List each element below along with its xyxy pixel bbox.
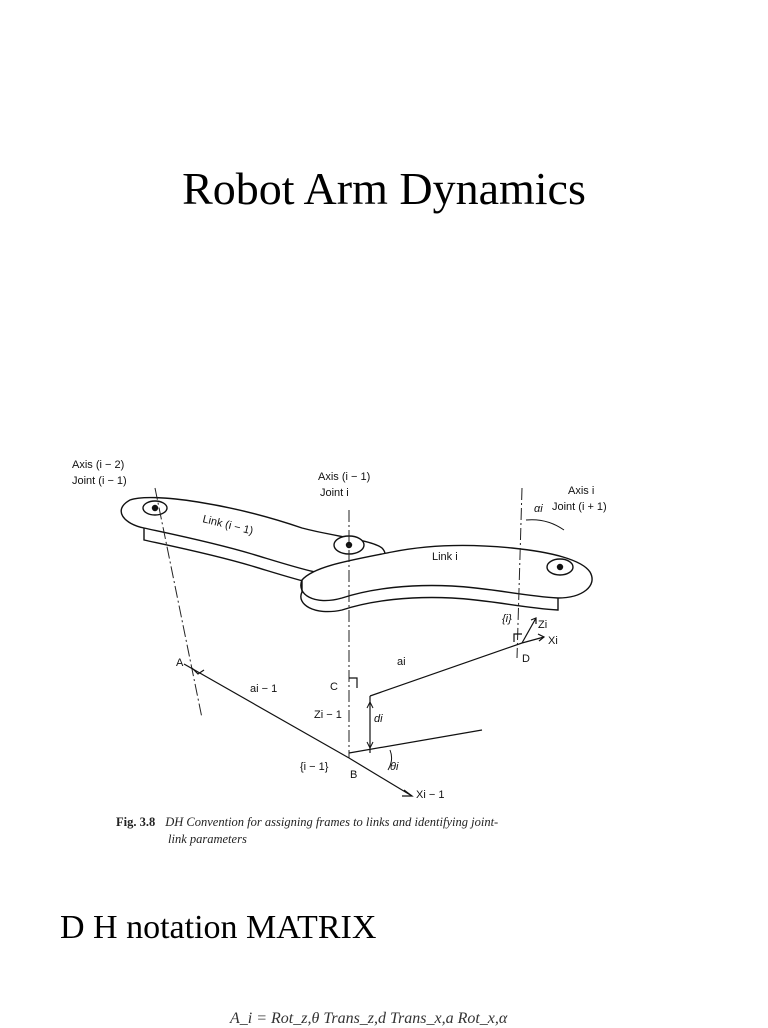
label-a-i: ai (397, 656, 406, 668)
dh-convention-figure: Axis (i − 2) Joint (i − 1) Axis (i − 1) … (52, 448, 632, 813)
label-z-i: Zi (538, 619, 547, 631)
link-i-minus-1-shape (120, 496, 386, 589)
dh-diagram: Axis (i − 2) Joint (i − 1) Axis (i − 1) … (72, 459, 607, 801)
label-joint-i-minus-1-left: Joint (i − 1) (72, 475, 127, 487)
label-point-a: A (176, 657, 184, 669)
label-point-d: D (522, 653, 530, 665)
figure-caption: Fig. 3.8 DH Convention for assigning fram… (116, 814, 616, 848)
caption-line-1: DH Convention for assigning frames to li… (165, 815, 499, 829)
label-x-i-minus-1: Xi − 1 (416, 789, 444, 801)
slide-title: Robot Arm Dynamics (182, 163, 586, 214)
theta-arc (387, 749, 393, 771)
caption-line-2: link parameters (168, 832, 247, 846)
dh-matrix-formula: A_i = Rot_z,θ Trans_z,d Trans_x,a Rot_x,… (230, 1010, 508, 1027)
label-axis-i: Axis i (568, 485, 594, 497)
label-x-i: Xi (548, 635, 558, 647)
frame-geometry (183, 617, 546, 797)
label-link-i: Link i (432, 551, 458, 563)
label-frame-i-minus-1: {i − 1} (300, 761, 329, 773)
label-alpha-i: αi (534, 503, 543, 515)
link-i-shape (300, 544, 593, 613)
alpha-arc (525, 519, 565, 531)
label-axis-i-minus-1: Axis (i − 1) (318, 471, 370, 483)
label-theta-i: θi (390, 761, 399, 773)
section-heading: D H notation MATRIX (60, 909, 377, 946)
label-joint-i-plus-1: Joint (i + 1) (552, 501, 607, 513)
joint-axes (154, 487, 523, 758)
label-frame-i: {i} (502, 613, 512, 625)
label-point-c: C (330, 681, 338, 693)
label-z-i-minus-1: Zi − 1 (314, 709, 342, 721)
label-d-i: di (374, 713, 383, 725)
label-joint-i: Joint i (320, 487, 349, 499)
label-axis-i-minus-2: Axis (i − 2) (72, 459, 124, 471)
label-a-i-minus-1: ai − 1 (250, 683, 277, 695)
label-point-b: B (350, 769, 357, 781)
figure-number: Fig. 3.8 (116, 815, 156, 829)
d-i-dimension (366, 700, 374, 750)
